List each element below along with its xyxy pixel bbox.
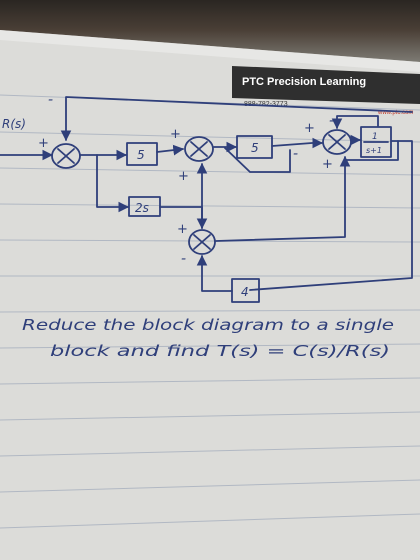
summing-junction-3 (322, 129, 352, 155)
ptc-phone-text: 888-782-3773 (244, 101, 288, 108)
input-label-rs: R(s) (2, 117, 26, 131)
block-first-order-denominator: s+1 (366, 146, 382, 155)
problem-line-1: Reduce the block diagram to a single (22, 316, 394, 334)
ptc-brand-text: PTC Precision Learning (242, 76, 366, 88)
block-gain-5-second-label: 5 (251, 141, 259, 155)
block-2s: 2s (128, 196, 161, 217)
whiteboard-surface (0, 30, 420, 560)
sign-sj4-minus: - (181, 251, 186, 267)
ptc-header-banner: PTC Precision Learning 888-782-3773 www.… (232, 66, 420, 116)
sign-sj1-minus: - (48, 92, 53, 108)
sign-sj3-plus: + (304, 121, 315, 136)
sign-sj2-plus-top: + (170, 127, 181, 142)
sign-sj4-plus: + (177, 222, 188, 237)
block-gain-5-first-label: 5 (137, 148, 145, 162)
block-first-order-numerator: 1 (372, 132, 378, 142)
block-diagram-wires (0, 96, 413, 292)
summing-junction-1 (51, 143, 81, 169)
block-2s-label: 2s (135, 201, 149, 215)
sign-sj3-minus-top: - (329, 113, 334, 129)
summing-junction-2 (184, 136, 214, 162)
summing-junctions (51, 129, 352, 255)
transfer-blocks: 5 5 1 s+1 2s 4 (126, 126, 392, 303)
sign-sj1-plus: + (38, 136, 49, 151)
block-first-order: 1 s+1 (360, 126, 392, 158)
ptc-url-text: www.ptc.com (377, 110, 413, 116)
block-gain-5-second: 5 (236, 135, 273, 159)
sign-sj2-plus-bottom: + (178, 169, 189, 184)
diagram-annotations: R(s) + - + + + - - + + - (2, 92, 334, 267)
block-gain-4: 4 (231, 278, 260, 303)
sign-sj3-plus-bottom: + (322, 157, 333, 172)
problem-statement: Reduce the block diagram to a single blo… (22, 316, 394, 360)
sign-sj3-minus-left: - (293, 146, 298, 162)
block-gain-5-first: 5 (126, 142, 158, 166)
summing-junction-4 (188, 229, 216, 255)
problem-line-2: block and find T(s) = C(s)/R(s) (50, 342, 390, 360)
block-gain-4-label: 4 (241, 285, 249, 299)
